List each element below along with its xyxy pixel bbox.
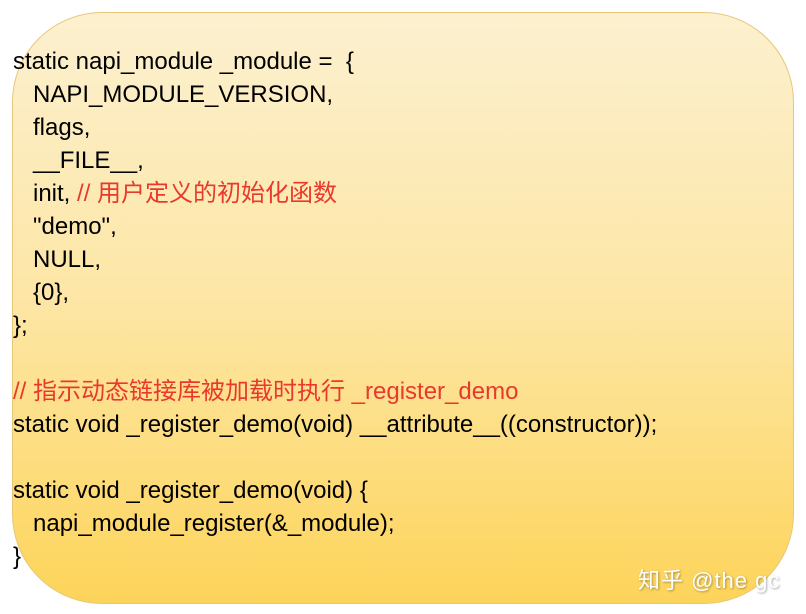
code-line: static void _register_demo(void) { (13, 474, 657, 507)
code-line: static napi_module _module = { (13, 45, 657, 78)
code-comment: // 用户定义的初始化函数 (77, 180, 338, 207)
code-text: flags, (13, 114, 91, 141)
code-line: flags, (13, 111, 657, 144)
code-text: "demo", (13, 213, 117, 240)
code-line: }; (13, 309, 657, 342)
watermark: 知乎 @the gc (638, 568, 781, 593)
code-text: static void _register_demo(void) { (13, 477, 368, 504)
code-comment: // 指示动态链接库被加载时执行 _register_demo (13, 378, 519, 405)
code-line: napi_module_register(&_module); (13, 507, 657, 540)
code-line: init, // 用户定义的初始化函数 (13, 177, 657, 210)
code-text: } (13, 543, 22, 570)
code-text: static void _register_demo(void) __attri… (13, 411, 658, 438)
code-line: "demo", (13, 210, 657, 243)
code-line: // 指示动态链接库被加载时执行 _register_demo (13, 375, 657, 408)
code-text: NULL, (13, 246, 102, 273)
code-line: NAPI_MODULE_VERSION, (13, 78, 657, 111)
code-line: static void _register_demo(void) __attri… (13, 408, 657, 441)
code-text: {0}, (13, 279, 70, 306)
code-text: __FILE__, (13, 147, 144, 174)
code-line (13, 342, 657, 375)
code-text: static napi_module _module = { (13, 48, 354, 75)
code-line: {0}, (13, 276, 657, 309)
code-text: init, (13, 180, 78, 207)
code-block: static napi_module _module = { NAPI_MODU… (13, 45, 657, 573)
code-text: }; (13, 312, 28, 339)
code-text: NAPI_MODULE_VERSION, (13, 81, 334, 108)
code-line: } (13, 540, 657, 573)
code-line: NULL, (13, 243, 657, 276)
code-line: __FILE__, (13, 144, 657, 177)
slide-background (12, 12, 794, 604)
code-text: napi_module_register(&_module); (13, 510, 395, 537)
code-line (13, 441, 657, 474)
